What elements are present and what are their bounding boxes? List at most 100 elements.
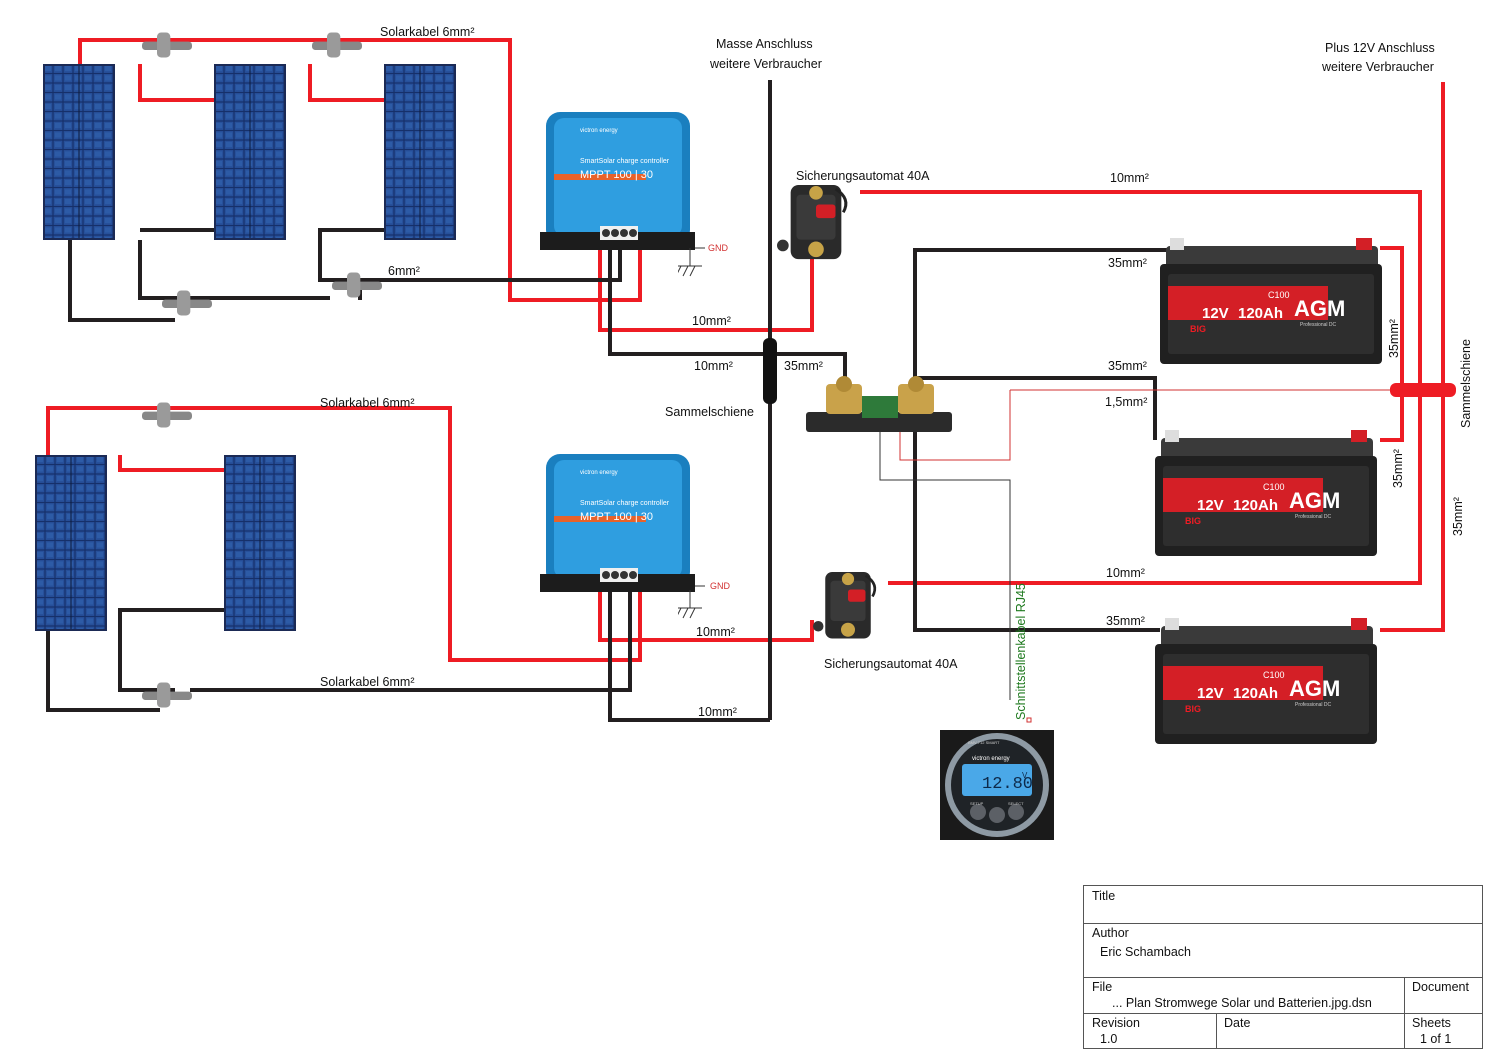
battery-sub: Professional DC — [1300, 322, 1337, 328]
file-row: File ... Plan Stromwege Solar und Batter… — [1084, 977, 1482, 1014]
battery-type: AGM — [1289, 676, 1340, 701]
battery-type: AGM — [1289, 488, 1340, 513]
battery-rating: C100 — [1268, 290, 1290, 300]
charge-controller: victron energy SmartSolar charge control… — [540, 454, 695, 592]
author-label: Author — [1092, 926, 1129, 940]
label-wire-10: 10mm² — [694, 359, 733, 373]
solar-panel — [43, 64, 115, 240]
battery-capacity: 120Ah — [1233, 685, 1278, 702]
label-ground-consumers: weitere Verbraucher — [709, 57, 822, 71]
date-label: Date — [1224, 1016, 1251, 1030]
label-gnd: GND — [708, 243, 729, 253]
label-wire-35-vertical: 35mm² — [1387, 319, 1401, 358]
label-wire-10: 10mm² — [698, 705, 737, 719]
label-wire-10: 10mm² — [1110, 171, 1149, 185]
ground-symbol — [678, 247, 705, 277]
battery: 12V 120Ah AGM C100 BIG Professional DC — [1160, 238, 1382, 364]
sheets-value: 1 of 1 — [1420, 1032, 1452, 1046]
y-connector — [162, 290, 212, 316]
controller-brand: victron energy — [580, 128, 618, 134]
date-cell: Date — [1216, 1013, 1405, 1049]
rj45-connector — [1026, 717, 1032, 723]
file-value: ... Plan Stromwege Solar und Batterien.j… — [1112, 996, 1372, 1010]
battery-capacity: 120Ah — [1238, 305, 1283, 322]
battery-rating: C100 — [1263, 670, 1285, 680]
revision-value: 1.0 — [1100, 1032, 1118, 1046]
controller-brand: victron energy — [580, 470, 618, 476]
label-wire-35: 35mm² — [1108, 256, 1147, 270]
label-busbar-positive: Sammelschiene — [1459, 339, 1473, 428]
label-plus-connection: Plus 12V Anschluss — [1325, 41, 1435, 55]
battery: 12V 120Ah AGM C100 BIG Professional DC — [1155, 430, 1377, 556]
title-label: Title — [1092, 889, 1116, 903]
busbar-negative — [763, 338, 777, 404]
solar-panel — [35, 455, 107, 631]
document-label: Document — [1412, 980, 1469, 994]
monitor-setup-label: SETUP — [970, 801, 984, 806]
label-wire-35: 35mm² — [1106, 614, 1145, 628]
solar-panel — [384, 64, 456, 240]
battery: 12V 120Ah AGM C100 BIG Professional DC — [1155, 618, 1377, 744]
author-row: Author Eric Schambach — [1084, 923, 1482, 978]
solar-panel — [224, 455, 296, 631]
file-cell: File ... Plan Stromwege Solar und Batter… — [1084, 977, 1405, 1013]
label-wire-10: 10mm² — [692, 314, 731, 328]
charge-controller: victron energy SmartSolar charge control… — [540, 112, 695, 250]
battery-voltage: 12V — [1202, 305, 1229, 322]
solar-panel — [214, 64, 286, 240]
battery-monitor: BMV-712 SMART victron energy 12.80 V SET… — [940, 730, 1054, 840]
label-plus-consumers: weitere Verbraucher — [1321, 60, 1434, 74]
label-wire-10: 10mm² — [696, 625, 735, 639]
label-busbar-negative: Sammelschiene — [665, 405, 754, 419]
label-breaker-bottom: Sicherungsautomat 40A — [824, 657, 958, 671]
circuit-breaker — [776, 185, 848, 261]
label-wire-35-vertical: 35mm² — [1451, 497, 1465, 536]
battery-sub: Professional DC — [1295, 702, 1332, 708]
controller-model: MPPT 100 | 30 — [580, 511, 653, 523]
monitor-unit: V — [1022, 771, 1028, 780]
label-wire-35: 35mm² — [1108, 359, 1147, 373]
label-solar-cable: Solarkabel 6mm² — [320, 396, 414, 410]
label-wire-1-5: 1,5mm² — [1105, 395, 1147, 409]
label-solar-cable: Solarkabel 6mm² — [380, 25, 474, 39]
label-interface-cable: Schnittstellenkabel RJ45 — [1014, 583, 1028, 720]
controller-model: MPPT 100 | 30 — [580, 169, 653, 181]
battery-shunt — [806, 376, 952, 432]
label-wire-35: 35mm² — [784, 359, 823, 373]
circuit-breaker — [811, 572, 877, 641]
battery-brand: BIG — [1190, 324, 1206, 334]
monitor-brand: victron energy — [972, 756, 1010, 762]
author-value: Eric Schambach — [1100, 945, 1192, 959]
monitor-select-label: SELECT — [1008, 801, 1024, 806]
file-label: File — [1092, 980, 1113, 994]
sheets-label: Sheets — [1412, 1016, 1451, 1030]
label-wire-35-vertical: 35mm² — [1391, 449, 1405, 488]
battery-sub: Professional DC — [1295, 514, 1332, 520]
battery-rating: C100 — [1263, 482, 1285, 492]
y-connector — [332, 272, 382, 298]
monitor-display: 12.80 — [982, 775, 1033, 794]
document-cell: Document — [1404, 977, 1482, 1013]
battery-brand: BIG — [1185, 516, 1201, 526]
busbar-positive — [1390, 383, 1456, 397]
label-cable-6: 6mm² — [388, 264, 420, 278]
controller-subtitle: SmartSolar charge controller — [580, 500, 670, 507]
sheets-cell: Sheets 1 of 1 — [1404, 1013, 1482, 1049]
positive-wires — [46, 38, 1455, 662]
negative-wires — [46, 80, 1170, 722]
ground-symbol — [678, 585, 705, 619]
label-gnd: GND — [710, 581, 731, 591]
y-connector — [142, 32, 192, 58]
revision-label: Revision — [1092, 1016, 1140, 1030]
y-connector — [142, 682, 192, 708]
signal-wires — [879, 389, 1390, 700]
title-row: Title — [1084, 886, 1482, 924]
label-ground-connection: Masse Anschluss — [716, 37, 813, 51]
controller-subtitle: SmartSolar charge controller — [580, 158, 670, 165]
label-wire-10: 10mm² — [1106, 566, 1145, 580]
y-connector — [312, 32, 362, 58]
label-breaker-top: Sicherungsautomat 40A — [796, 169, 930, 183]
title-block: Title Author Eric Schambach File ... Pla… — [1083, 885, 1483, 1049]
label-solar-cable: Solarkabel 6mm² — [320, 675, 414, 689]
